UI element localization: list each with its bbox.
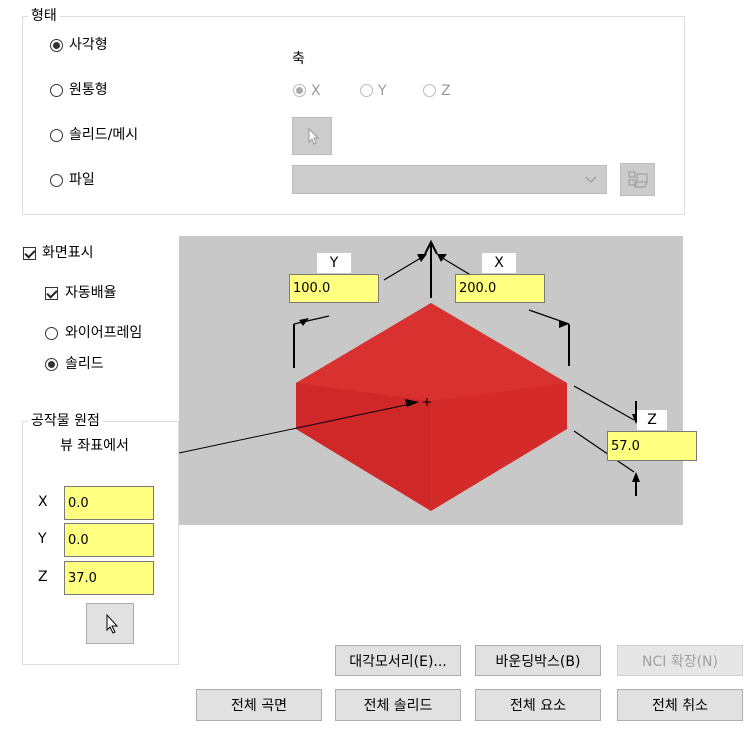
corners-button[interactable]: 대각모서리(E)... xyxy=(335,645,461,676)
wireframe-radio-label[interactable]: 와이어프레임 xyxy=(65,325,143,341)
wireframe-radio[interactable] xyxy=(45,327,58,340)
radio-cylinder[interactable] xyxy=(50,84,63,97)
axis-radio-z-label[interactable]: Z xyxy=(441,83,451,99)
cursor-arrow-icon xyxy=(308,127,320,145)
chevron-down-icon xyxy=(585,176,597,183)
z-dim-label: Z xyxy=(637,410,667,430)
y-dim-label: Y xyxy=(317,253,351,273)
axis-radio-y[interactable] xyxy=(360,84,373,97)
axis-label: 축 xyxy=(292,51,305,67)
origin-y-label: Y xyxy=(38,531,47,547)
x-dim-label: X xyxy=(482,253,516,273)
auto-fit-checkbox-label[interactable]: 자동배율 xyxy=(65,285,117,301)
select-solid-button[interactable] xyxy=(292,117,332,155)
origin-x-field[interactable] xyxy=(64,486,154,520)
radio-solid-mesh-label[interactable]: 솔리드/메시 xyxy=(69,127,139,143)
stock-preview-drawing xyxy=(293,239,640,511)
origin-y-field[interactable] xyxy=(64,523,154,557)
radio-rectangle[interactable] xyxy=(50,39,63,52)
display-checkbox[interactable] xyxy=(23,247,36,260)
axis-radio-z[interactable] xyxy=(423,84,436,97)
origin-x-label: X xyxy=(38,494,48,510)
stock-preview xyxy=(179,236,683,525)
shape-group xyxy=(22,16,685,215)
origin-z-field[interactable] xyxy=(64,561,154,595)
all-solids-button[interactable]: 전체 솔리드 xyxy=(335,689,461,721)
pick-origin-button[interactable] xyxy=(86,603,134,644)
folder-browse-icon xyxy=(628,171,648,188)
solid-radio-label[interactable]: 솔리드 xyxy=(65,356,104,372)
radio-file[interactable] xyxy=(50,174,63,187)
radio-solid-mesh[interactable] xyxy=(50,129,63,142)
nci-extend-button[interactable]: NCI 확장(N) xyxy=(617,645,743,676)
browse-file-button[interactable] xyxy=(620,163,655,196)
radio-cylinder-label[interactable]: 원통형 xyxy=(69,82,108,98)
axis-radio-y-label[interactable]: Y xyxy=(378,83,387,99)
radio-rectangle-label[interactable]: 사각형 xyxy=(69,37,108,53)
radio-file-label[interactable]: 파일 xyxy=(69,172,95,188)
origin-leader-line xyxy=(178,399,419,454)
file-combo[interactable] xyxy=(292,165,607,194)
all-surfaces-button[interactable]: 전체 곡면 xyxy=(196,689,322,721)
shape-group-title: 형태 xyxy=(28,8,60,24)
axis-radio-x[interactable] xyxy=(293,84,306,97)
solid-radio[interactable] xyxy=(45,358,58,371)
origin-z-label: Z xyxy=(38,569,48,585)
cursor-arrow-icon xyxy=(106,613,119,634)
y-dim-field[interactable] xyxy=(289,274,379,303)
axis-radio-x-label[interactable]: X xyxy=(311,83,321,99)
auto-fit-checkbox[interactable] xyxy=(45,287,58,300)
origin-group-title: 공작물 원점 xyxy=(28,413,103,429)
display-checkbox-label[interactable]: 화면표시 xyxy=(42,245,94,261)
origin-group-subtitle: 뷰 좌표에서 xyxy=(60,438,129,454)
unselect-all-button[interactable]: 전체 취소 xyxy=(617,689,743,721)
x-dim-field[interactable] xyxy=(455,274,545,303)
z-dim-field[interactable] xyxy=(607,431,697,461)
all-elements-button[interactable]: 전체 요소 xyxy=(475,689,601,721)
bounding-box-button[interactable]: 바운딩박스(B) xyxy=(475,645,601,676)
